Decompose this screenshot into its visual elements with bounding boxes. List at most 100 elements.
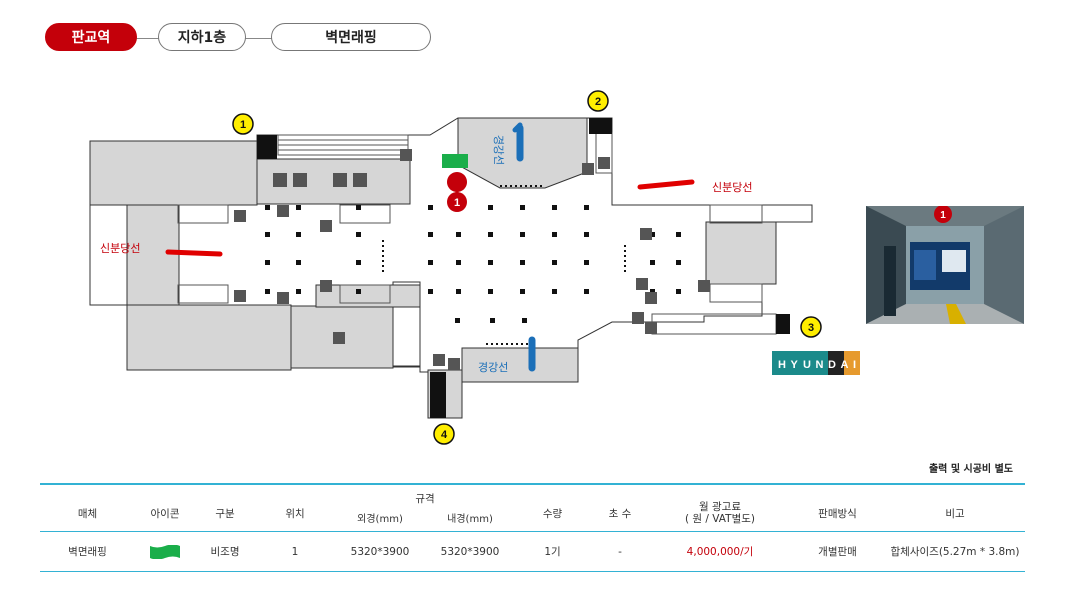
breadcrumb-station[interactable]: 판교역 xyxy=(45,23,137,51)
ad-spec-table: 출력 및 시공비 별도 매체 아이콘 구분 위치 규격 수량 초 수 월 광고료… xyxy=(40,460,1025,572)
cell-position: 1 xyxy=(255,531,335,572)
cell-media: 벽면래핑 xyxy=(40,531,135,572)
exit-3-stair xyxy=(776,314,790,334)
pillar-dots xyxy=(265,205,681,323)
pillar xyxy=(296,205,301,210)
pillar xyxy=(584,205,589,210)
hyundai-letter: Y xyxy=(791,359,799,371)
header-spec: 규격 xyxy=(335,483,515,508)
pillar xyxy=(552,289,557,294)
exit-marker-1[interactable]: 1 xyxy=(232,113,254,135)
header-media: 매체 xyxy=(40,483,135,532)
pillar xyxy=(520,205,525,210)
pillar xyxy=(296,260,301,265)
header-remarks: 비고 xyxy=(885,483,1025,532)
pillar xyxy=(552,232,557,237)
pillar xyxy=(356,232,361,237)
pillar xyxy=(456,260,461,265)
pillar xyxy=(584,232,589,237)
pillar xyxy=(650,232,655,237)
exit-marker-4[interactable]: 4 xyxy=(433,423,455,445)
location-photo: 1 xyxy=(866,206,1024,324)
pillar xyxy=(296,289,301,294)
wall-block xyxy=(126,204,180,306)
pillar xyxy=(456,232,461,237)
breadcrumb-connector xyxy=(135,38,160,39)
pillar xyxy=(488,289,493,294)
ad-marker-label: 1 xyxy=(454,197,460,209)
cell-sales: 개별판매 xyxy=(790,531,885,572)
pillar xyxy=(428,260,433,265)
pillar xyxy=(456,289,461,294)
hyundai-letter: D xyxy=(828,359,836,371)
pillar xyxy=(552,205,557,210)
hyundai-letter: H xyxy=(778,359,786,371)
breadcrumb-connector xyxy=(245,38,275,39)
cell-icon xyxy=(135,531,195,572)
pillar xyxy=(488,260,493,265)
exit-marker-2[interactable]: 2 xyxy=(587,90,609,112)
photo-marker: 1 xyxy=(940,210,946,221)
pillar xyxy=(356,260,361,265)
pillar xyxy=(584,260,589,265)
cell-quantity: 1기 xyxy=(515,531,590,572)
shinbundang-left-label: 신분당선 xyxy=(100,242,140,255)
pillar xyxy=(490,318,495,323)
svg-text:4: 4 xyxy=(441,429,448,441)
gyeonggang-bottom-label: 경강선 xyxy=(478,361,508,374)
header-sales: 판매방식 xyxy=(790,483,885,532)
pillar xyxy=(428,205,433,210)
pillar xyxy=(650,289,655,294)
pillar xyxy=(520,232,525,237)
pillar xyxy=(265,205,270,210)
gyeonggang-top-label: 경강선 xyxy=(492,135,505,165)
pillar xyxy=(265,260,270,265)
pillar xyxy=(455,318,460,323)
cell-outer: 5320*3900 xyxy=(335,531,425,572)
pillar xyxy=(296,232,301,237)
breadcrumb-category[interactable]: 벽면래핑 xyxy=(271,23,431,51)
shinbundang-right-arrow xyxy=(637,179,695,190)
ad-location-icon[interactable] xyxy=(442,154,468,168)
header-icon: 아이콘 xyxy=(135,483,195,532)
header-quantity: 수량 xyxy=(515,483,590,532)
wall-block xyxy=(705,221,777,285)
cell-inner: 5320*3900 xyxy=(425,531,515,572)
ad-location-icon xyxy=(150,544,180,559)
cell-type: 비조명 xyxy=(195,531,255,572)
header-spec-outer: 외경(mm) xyxy=(357,514,403,525)
cell-price: 4,000,000/기 xyxy=(650,531,790,572)
gate-bars xyxy=(382,185,626,345)
shinbundang-left-arrow xyxy=(165,249,223,257)
header-position: 위치 xyxy=(255,483,335,532)
ad-marker-pin xyxy=(447,172,468,192)
ad-marker-circle xyxy=(447,192,467,212)
header-type: 구분 xyxy=(195,483,255,532)
pillar xyxy=(488,232,493,237)
exit-2-stair xyxy=(589,118,612,134)
shinbundang-right-label: 신분당선 xyxy=(712,181,752,194)
pillar xyxy=(488,205,493,210)
pillar xyxy=(265,232,270,237)
pillar xyxy=(522,318,527,323)
svg-text:3: 3 xyxy=(808,322,814,334)
svg-text:1: 1 xyxy=(240,119,246,131)
pillar xyxy=(650,260,655,265)
hyundai-letter: U xyxy=(803,359,811,371)
wall-block xyxy=(126,304,292,371)
breadcrumb-floor[interactable]: 지하1층 xyxy=(158,23,246,51)
breadcrumb: 판교역 지하1층 벽면래핑 xyxy=(45,22,445,54)
cell-faces: - xyxy=(590,531,650,572)
pillar xyxy=(520,260,525,265)
cell-remarks: 합체사이즈(5.27m * 3.8m) xyxy=(885,531,1025,572)
pillar xyxy=(676,232,681,237)
wall-block xyxy=(89,140,258,206)
cost-note: 출력 및 시공비 별도 xyxy=(928,464,1013,475)
exit-4-stair-head xyxy=(430,372,446,418)
header-price: 월 광고료 ( 원 / VAT별도) xyxy=(650,483,790,532)
pillar xyxy=(676,260,681,265)
pillar xyxy=(676,289,681,294)
exit-marker-3[interactable]: 3 xyxy=(800,316,822,338)
